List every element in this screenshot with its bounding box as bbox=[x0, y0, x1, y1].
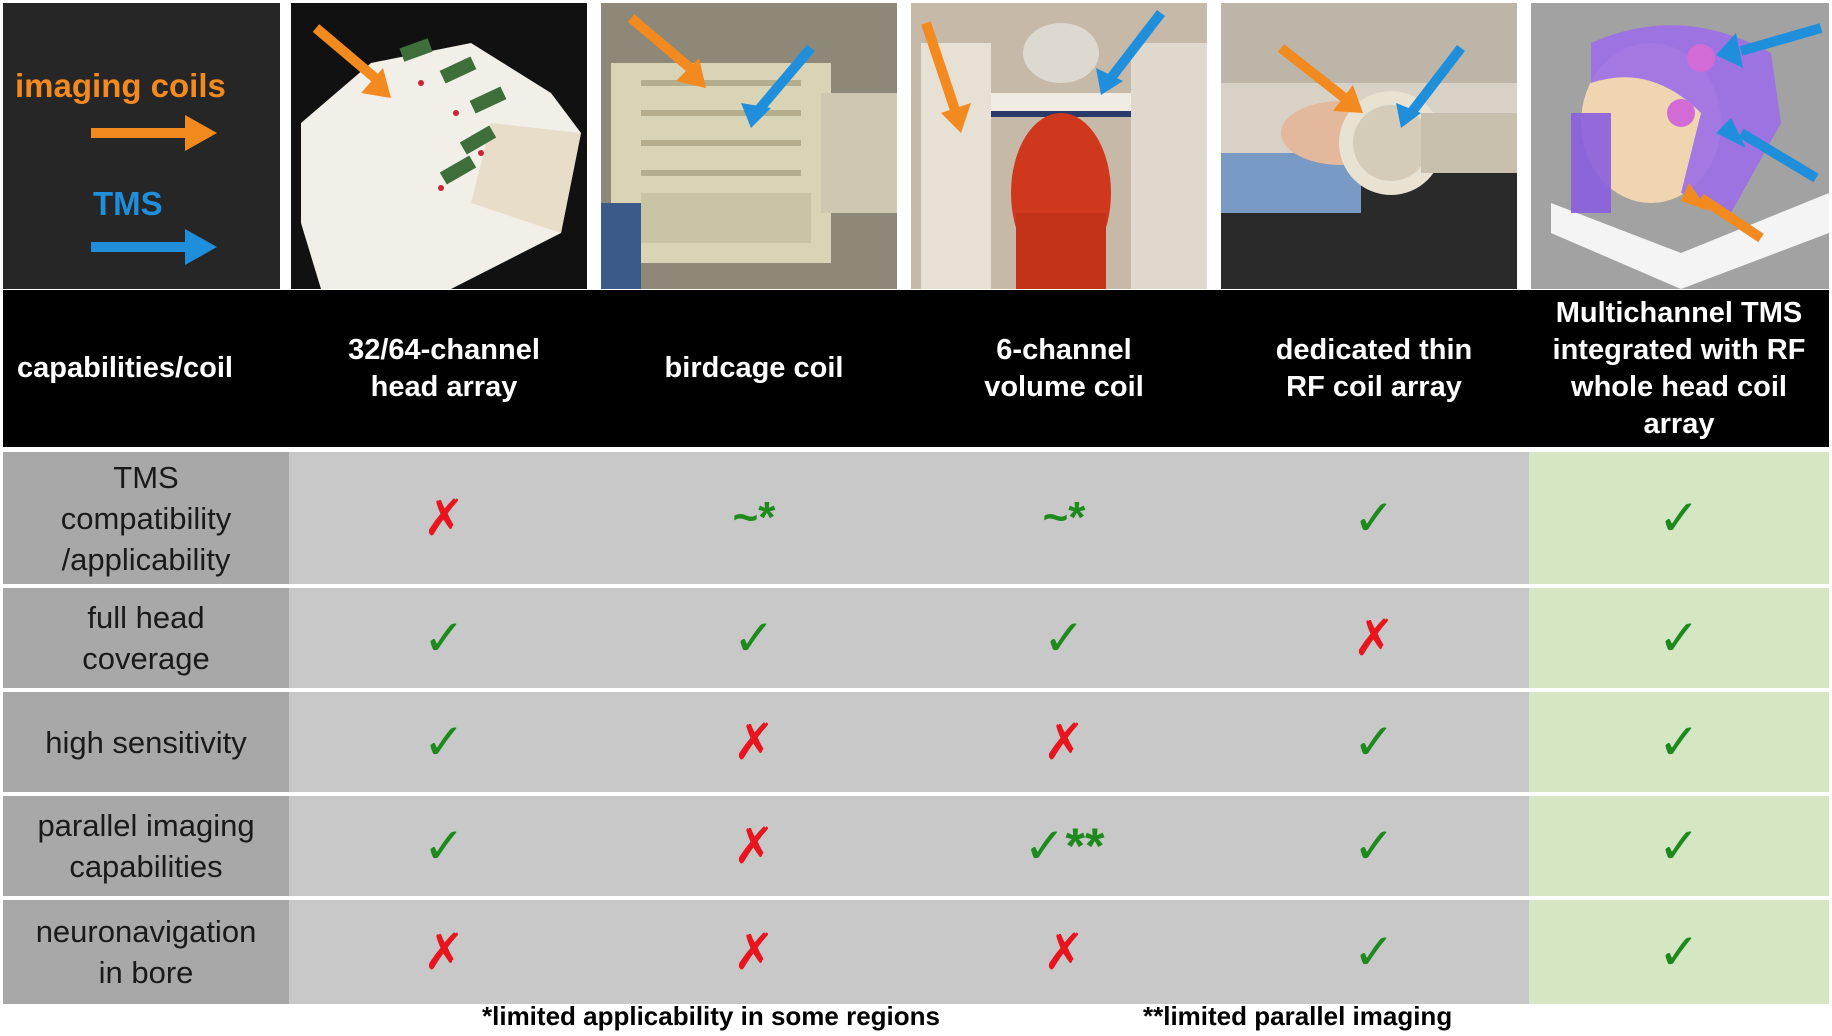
header-thin-rf: dedicated thin RF coil array bbox=[1275, 333, 1473, 403]
partial-mark: ~* bbox=[1042, 493, 1086, 542]
check-mark: ✓ bbox=[1658, 610, 1700, 666]
table-header-row: capabilities/coil 32/64-channel head arr… bbox=[3, 290, 1829, 447]
row-highlight-cell bbox=[1529, 692, 1829, 792]
cross-mark: ✗ bbox=[733, 924, 775, 980]
check-mark: ✓ bbox=[423, 610, 465, 666]
row-label: parallel imaging capabilities bbox=[3, 796, 289, 896]
blue-arrow-icon bbox=[91, 229, 217, 265]
check-mark: ✓ bbox=[1658, 490, 1700, 546]
check-mark: ✓ bbox=[1658, 818, 1700, 874]
check-mark: ✓ bbox=[1658, 924, 1700, 980]
thin-rf-coil-array-photo bbox=[1221, 3, 1517, 289]
row-cells bbox=[289, 588, 1529, 688]
header-32-64-channel: 32/64-channel head array bbox=[348, 333, 540, 403]
multichannel-tms-rendering bbox=[1531, 3, 1829, 289]
cross-mark: ✗ bbox=[733, 818, 775, 874]
check-mark: ✓ bbox=[423, 818, 465, 874]
row-label: full head coverage bbox=[3, 588, 289, 688]
check-mark: ✓ bbox=[1043, 610, 1085, 666]
table-row-tms-compatibility: TMS compatibility /applicability ✗ ~* ~*… bbox=[3, 452, 1829, 584]
birdcage-coil-photo bbox=[601, 3, 897, 289]
row-label: neuronavigation in bore bbox=[3, 900, 289, 1004]
row-label: TMS compatibility /applicability bbox=[3, 452, 289, 584]
table-row-parallel-imaging: parallel imaging capabilities ✓ ✗ ✓** ✓ … bbox=[3, 796, 1829, 896]
row-highlight-cell bbox=[1529, 588, 1829, 688]
check-mark: ✓** bbox=[1023, 818, 1105, 874]
orange-arrow-icon bbox=[91, 115, 217, 151]
check-mark: ✓ bbox=[1353, 714, 1395, 770]
header-multichannel-tms: Multichannel TMS integrated with RF whol… bbox=[1552, 296, 1806, 440]
imaging-coils-label: imaging coils bbox=[15, 67, 226, 104]
row-cells bbox=[289, 692, 1529, 792]
footnote-limited-parallel-imaging: **limited parallel imaging bbox=[1143, 1001, 1453, 1031]
row-highlight-cell bbox=[1529, 452, 1829, 584]
check-mark: ✓ bbox=[1353, 818, 1395, 874]
row-label: high sensitivity bbox=[3, 692, 289, 792]
check-mark: ✓ bbox=[1353, 490, 1395, 546]
check-mark: ✓ bbox=[733, 610, 775, 666]
6-channel-volume-coil-photo bbox=[911, 3, 1207, 289]
footnote-limited-applicability: *limited applicability in some regions bbox=[482, 1001, 940, 1031]
legend-panel: imaging coils TMS bbox=[3, 3, 280, 289]
row-cells bbox=[289, 452, 1529, 584]
cross-mark: ✗ bbox=[1043, 924, 1085, 980]
cross-mark: ✗ bbox=[423, 490, 465, 546]
partial-mark: ~* bbox=[732, 493, 776, 542]
check-mark: ✓ bbox=[1658, 714, 1700, 770]
header-6-channel: 6-channel volume coil bbox=[984, 333, 1144, 403]
header-capabilities-coil: capabilities/coil bbox=[17, 352, 233, 384]
row-highlight-cell bbox=[1529, 900, 1829, 1004]
cross-mark: ✗ bbox=[1353, 610, 1395, 666]
tms-label: TMS bbox=[93, 185, 163, 222]
check-mark: ✓ bbox=[1353, 924, 1395, 980]
table-row-neuronavigation: neuronavigation in bore ✗ ✗ ✗ ✓ ✓ bbox=[3, 900, 1829, 1004]
row-cells bbox=[289, 900, 1529, 1004]
row-highlight-cell bbox=[1529, 796, 1829, 896]
header-birdcage: birdcage coil bbox=[664, 352, 844, 384]
table-row-high-sensitivity: high sensitivity ✓ ✗ ✗ ✓ ✓ bbox=[3, 692, 1829, 792]
row-cells bbox=[289, 796, 1529, 896]
check-mark: ✓ bbox=[423, 714, 465, 770]
cross-mark: ✗ bbox=[1043, 714, 1085, 770]
table-row-full-head-coverage: full head coverage ✓ ✓ ✓ ✗ ✓ bbox=[3, 588, 1829, 688]
cross-mark: ✗ bbox=[733, 714, 775, 770]
32-64-channel-array-photo bbox=[291, 3, 587, 289]
cross-mark: ✗ bbox=[423, 924, 465, 980]
